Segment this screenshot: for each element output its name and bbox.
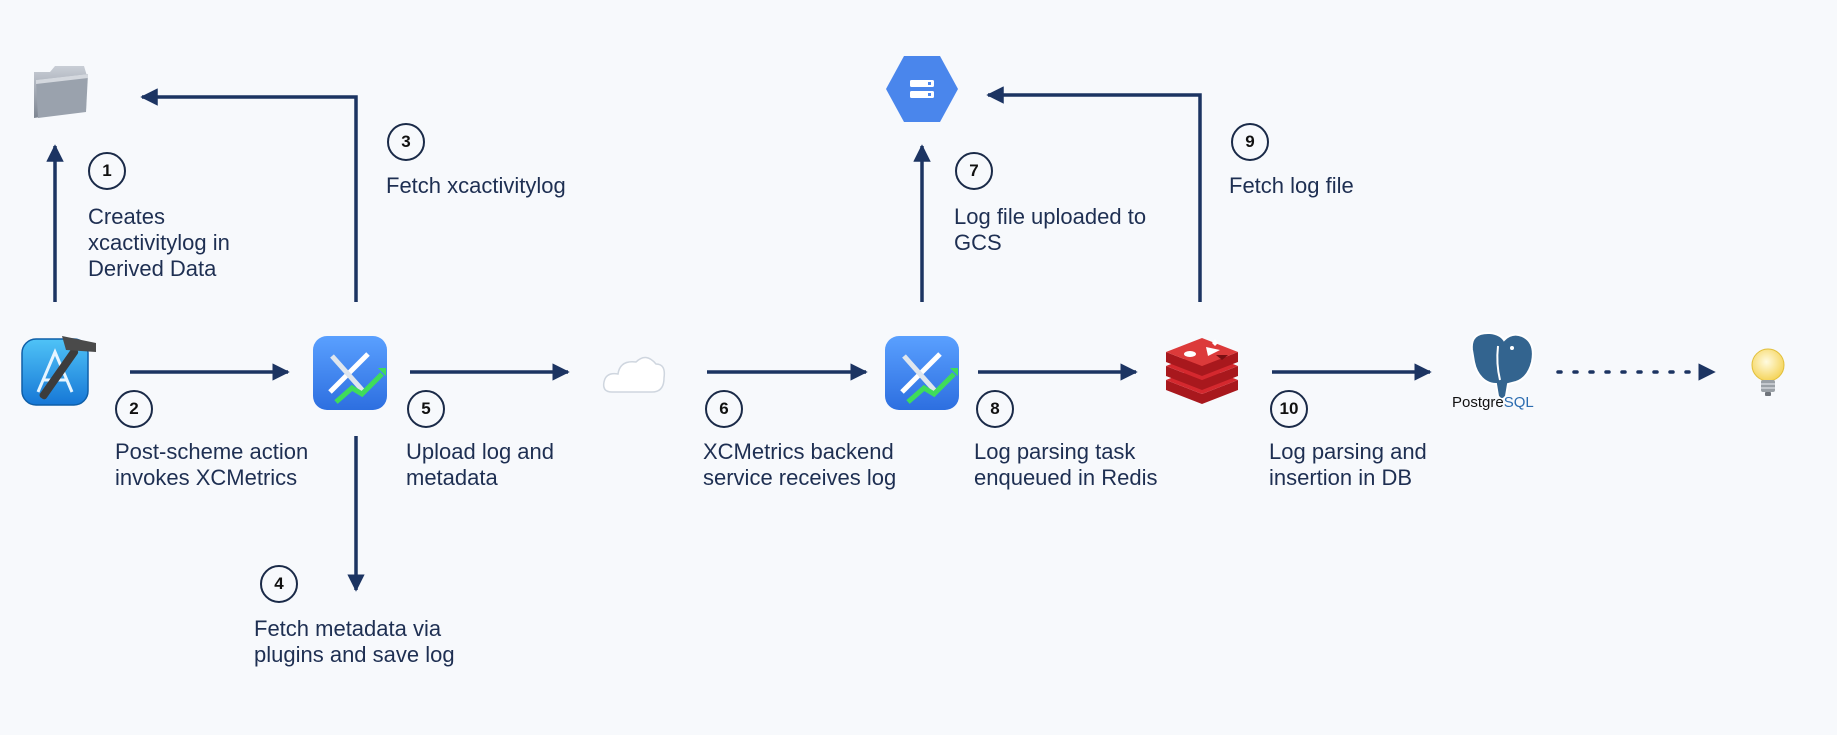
step-1-badge: 1 — [88, 152, 126, 190]
step-9-badge: 9 — [1231, 123, 1269, 161]
step-9-label: Fetch log file — [1229, 173, 1354, 198]
redis-icon — [1166, 338, 1238, 404]
folder-icon — [34, 66, 88, 118]
step-2-label: Post-scheme action invokes XCMetrics — [115, 439, 309, 490]
step-5-label: Upload log and metadata — [406, 439, 555, 490]
postgresql-wordmark-part2: SQL — [1503, 394, 1534, 411]
step-3-label: Fetch xcactivitylog — [386, 173, 566, 198]
step-6-label: XCMetrics backend service receives log — [703, 439, 897, 490]
postgresql-wordmark-part1: Postgre — [1452, 394, 1504, 411]
google-cloud-storage-icon — [886, 56, 958, 122]
xcode-icon — [21, 336, 96, 406]
step-10-badge: 10 — [1270, 390, 1308, 428]
xcmetrics-backend-icon — [885, 336, 959, 410]
step-7-label: Log file uploaded to GCS — [954, 204, 1147, 255]
step-3-badge: 3 — [387, 123, 425, 161]
step-2-badge: 2 — [115, 390, 153, 428]
arrow-3 — [140, 88, 358, 302]
step-5-badge: 5 — [407, 390, 445, 428]
step-6-badge: 6 — [705, 390, 743, 428]
step-4-badge: 4 — [260, 565, 298, 603]
cloud-icon — [602, 356, 666, 393]
step-8-badge: 8 — [976, 390, 1014, 428]
step-10-label: Log parsing and insertion in DB — [1269, 439, 1427, 490]
step-4-label: Fetch metadata via plugins and save log — [254, 616, 455, 667]
lightbulb-icon — [1751, 348, 1785, 396]
step-1-label: Creates xcactivitylog in Derived Data — [88, 204, 230, 281]
arrow-9 — [986, 86, 1202, 302]
step-7-badge: 7 — [955, 152, 993, 190]
step-8-label: Log parsing task enqueued in Redis — [974, 439, 1158, 490]
xcmetrics-client-icon — [313, 336, 387, 410]
postgresql-icon — [1470, 331, 1534, 400]
postgresql-wordmark: PostgreSQL — [1452, 394, 1534, 411]
